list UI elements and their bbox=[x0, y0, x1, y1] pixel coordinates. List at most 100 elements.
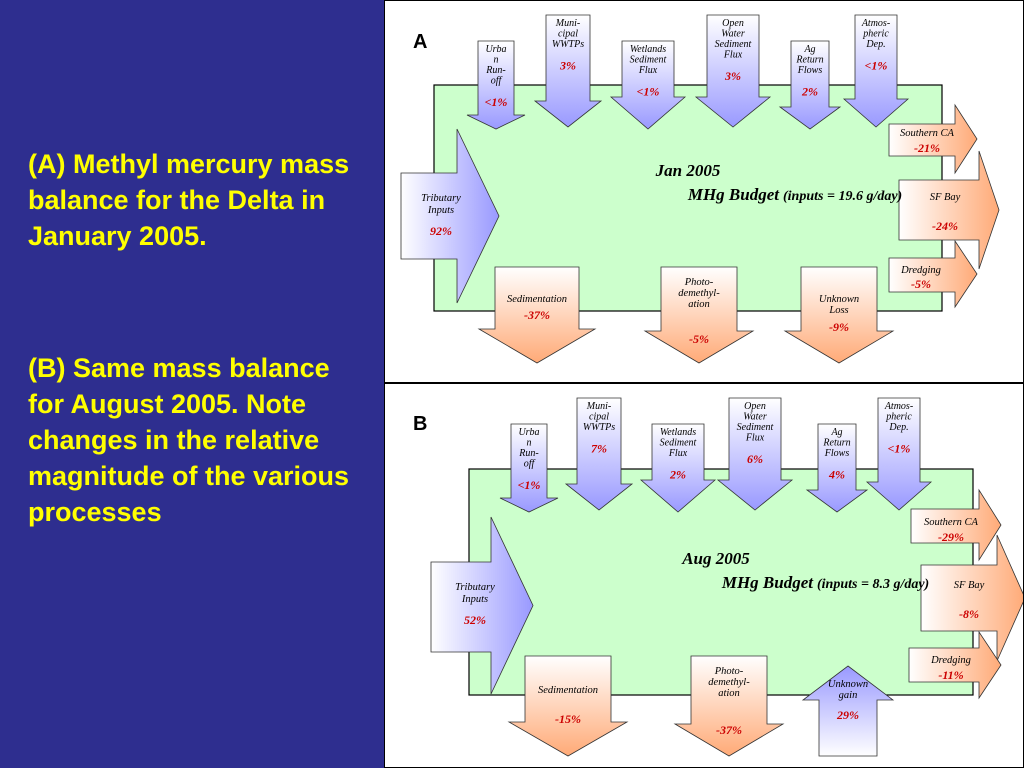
input-arrow-label: Sediment bbox=[715, 39, 752, 50]
input-arrow bbox=[865, 397, 933, 511]
output-arrow-right-value: -29% bbox=[938, 530, 964, 544]
output-arrow-right bbox=[908, 630, 1002, 700]
output-arrow-bottom bbox=[477, 266, 597, 364]
input-arrow-label: Sediment bbox=[630, 55, 667, 66]
output-arrow-right-label: Dredging bbox=[930, 655, 971, 666]
output-arrow-bottom bbox=[783, 266, 895, 364]
input-arrow-label: Dep. bbox=[865, 39, 885, 50]
input-arrow-value: 2% bbox=[669, 468, 686, 482]
input-arrow-label: Return bbox=[795, 55, 823, 66]
input-arrow-label: Ag bbox=[830, 427, 842, 438]
budget-subtitle: MHg Budget bbox=[721, 573, 814, 592]
input-arrow-label: Flux bbox=[723, 50, 743, 61]
caption-august: (B) Same mass balance for August 2005. N… bbox=[28, 353, 350, 527]
input-arrow-label: Open bbox=[744, 401, 766, 412]
input-arrow-label: off bbox=[491, 76, 503, 87]
input-arrow bbox=[609, 40, 687, 130]
output-arrow-bottom bbox=[673, 655, 785, 757]
input-arrow-label: Return bbox=[822, 438, 850, 449]
input-arrow-value: <1% bbox=[485, 95, 508, 109]
input-arrow-label: cipal bbox=[589, 412, 609, 423]
input-arrow-label: Water bbox=[721, 29, 745, 40]
output-arrow-bottom bbox=[643, 266, 755, 364]
input-arrow-label: n bbox=[494, 55, 499, 66]
budget-title: Aug 2005 bbox=[681, 549, 750, 568]
panel-letter: A bbox=[413, 31, 427, 53]
output-arrow-bottom-label: Unknown bbox=[819, 294, 859, 305]
caption-january: (A) Methyl mercury mass balance for the … bbox=[28, 149, 350, 251]
output-arrow-right-value: -5% bbox=[911, 277, 931, 291]
input-arrow-label: Wetlands bbox=[660, 427, 696, 438]
input-arrow-label: Atmos- bbox=[884, 401, 913, 412]
input-arrow-label: Urba bbox=[485, 44, 506, 55]
input-arrow bbox=[694, 14, 772, 128]
input-arrow-label: Ag bbox=[803, 44, 815, 55]
input-arrow-label: Flux bbox=[745, 433, 765, 444]
tributary-inputs-label: Inputs bbox=[427, 205, 454, 216]
input-arrow-label: Flows bbox=[824, 448, 850, 459]
input-arrow-label: Run- bbox=[518, 448, 538, 459]
input-arrow bbox=[716, 397, 794, 511]
budget-inputs-note: (inputs = 8.3 g/day) bbox=[817, 577, 929, 592]
input-arrow-value: 4% bbox=[828, 468, 845, 482]
output-arrow-bottom-label: ation bbox=[688, 299, 710, 310]
output-arrow-bottom-value: -9% bbox=[829, 320, 849, 334]
output-arrow-bottom-label: demethyl- bbox=[708, 677, 750, 688]
tributary-inputs-label: Inputs bbox=[461, 594, 488, 605]
input-arrow-label: Water bbox=[743, 412, 767, 423]
input-arrow bbox=[639, 423, 717, 513]
input-arrow-label: Open bbox=[722, 18, 744, 29]
output-arrow-bottom-label: Sedimentation bbox=[507, 294, 567, 305]
input-arrow-label: Urba bbox=[518, 427, 539, 438]
input-arrow-value: 3% bbox=[724, 69, 741, 83]
input-arrow-label: pheric bbox=[885, 412, 912, 423]
output-arrow-bottom-label: Sedimentation bbox=[538, 685, 598, 696]
output-arrow-right-label: SF Bay bbox=[930, 192, 961, 203]
output-arrow-right-label: Southern CA bbox=[924, 517, 979, 528]
output-arrow-bottom-label: demethyl- bbox=[678, 288, 720, 299]
input-arrow-value: <1% bbox=[865, 59, 888, 73]
output-arrow-bottom-label: Photo- bbox=[684, 277, 714, 288]
output-arrow-bottom-label: Photo- bbox=[714, 666, 744, 677]
output-arrow-right-value: -11% bbox=[938, 668, 963, 682]
input-arrow-label: WWTPs bbox=[583, 422, 615, 433]
input-arrow-value: 6% bbox=[747, 452, 763, 466]
tributary-inputs-arrow bbox=[400, 128, 500, 304]
output-arrow-right-value: -8% bbox=[959, 607, 979, 621]
output-arrow-right bbox=[920, 534, 1023, 662]
input-arrow-label: Flux bbox=[638, 65, 658, 76]
output-arrow-bottom-label: Unknown bbox=[828, 679, 868, 690]
tributary-inputs-value: 52% bbox=[464, 613, 486, 627]
input-arrow bbox=[805, 423, 869, 513]
input-arrow bbox=[499, 423, 559, 513]
gain-arrow-up bbox=[801, 665, 895, 757]
input-arrow-label: Wetlands bbox=[630, 44, 666, 55]
input-arrow-label: Dep. bbox=[888, 422, 908, 433]
output-arrow-right bbox=[888, 239, 978, 309]
input-arrow bbox=[564, 397, 634, 511]
output-arrow-right-value: -24% bbox=[932, 219, 958, 233]
output-arrow-right-label: Southern CA bbox=[900, 128, 955, 139]
budget-inputs-note: (inputs = 19.6 g/day) bbox=[783, 189, 902, 204]
input-arrow-label: WWTPs bbox=[552, 39, 584, 50]
input-arrow-value: 2% bbox=[801, 85, 818, 99]
input-arrow-label: n bbox=[527, 438, 532, 449]
output-arrow-right bbox=[898, 150, 1000, 270]
output-arrow-bottom-value: 29% bbox=[836, 708, 859, 722]
budget-title: Jan 2005 bbox=[655, 161, 721, 180]
input-arrow bbox=[842, 14, 910, 128]
input-arrow-label: Run- bbox=[485, 65, 505, 76]
input-arrow bbox=[533, 14, 603, 128]
tributary-inputs-label: Tributary bbox=[421, 193, 461, 204]
tributary-inputs-value: 92% bbox=[430, 224, 452, 238]
input-arrow-label: Sediment bbox=[660, 438, 697, 449]
input-arrow bbox=[466, 40, 526, 130]
input-arrow-label: cipal bbox=[558, 29, 578, 40]
output-arrow-bottom-label: gain bbox=[839, 690, 858, 701]
input-arrow-label: Muni- bbox=[586, 401, 611, 412]
input-arrow-label: pheric bbox=[862, 29, 889, 40]
input-arrow-value: <1% bbox=[888, 442, 911, 456]
output-arrow-right bbox=[888, 103, 978, 175]
input-arrow-value: 3% bbox=[559, 59, 576, 73]
